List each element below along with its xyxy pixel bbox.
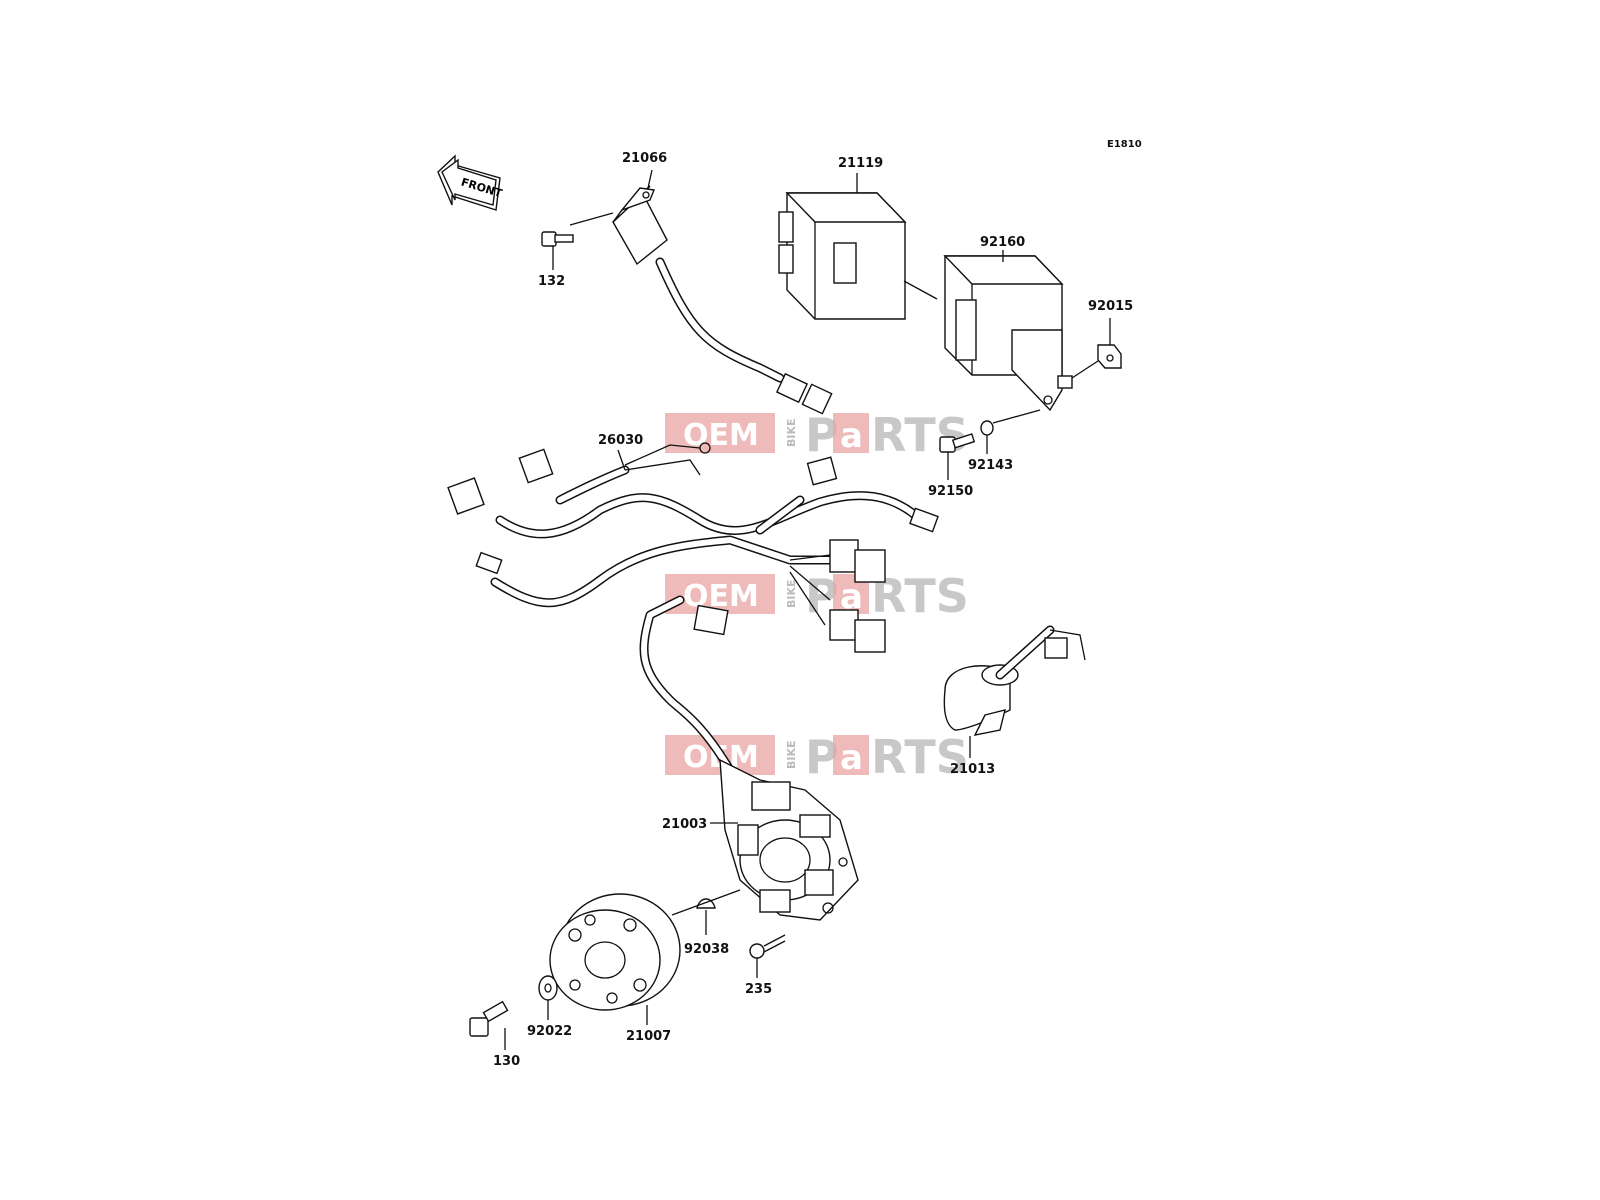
part-21066-regulator[interactable] <box>612 185 833 415</box>
label-21066: 21066 <box>622 151 667 166</box>
screw-235-icon[interactable] <box>749 934 786 959</box>
diagram-code: E1810 <box>1107 139 1142 150</box>
part-21003-stator[interactable] <box>639 595 859 921</box>
part-21007-flywheel[interactable] <box>549 893 681 1011</box>
svg-text:BIKE: BIKE <box>785 740 798 769</box>
label-92038: 92038 <box>684 942 729 957</box>
svg-text:RTS: RTS <box>871 408 969 462</box>
label-235: 235 <box>745 982 772 997</box>
svg-text:RTS: RTS <box>871 730 969 784</box>
label-26030: 26030 <box>598 433 643 448</box>
bolt-130-icon[interactable] <box>469 1000 509 1037</box>
watermark-top: OEM BIKE P a RTS <box>665 408 969 462</box>
svg-text:a: a <box>840 577 863 617</box>
label-130: 130 <box>493 1054 520 1069</box>
label-92150: 92150 <box>928 484 973 499</box>
svg-text:BIKE: BIKE <box>785 579 798 608</box>
svg-text:a: a <box>840 738 863 778</box>
label-21013: 21013 <box>950 762 995 777</box>
svg-text:BIKE: BIKE <box>785 418 798 447</box>
label-92015: 92015 <box>1088 299 1133 314</box>
bolt-92150-icon[interactable] <box>939 433 976 453</box>
svg-text:RTS: RTS <box>871 569 969 623</box>
label-132: 132 <box>538 274 565 289</box>
label-21119: 21119 <box>838 156 883 171</box>
label-92160: 92160 <box>980 235 1025 250</box>
label-92022: 92022 <box>527 1024 572 1039</box>
washer-92022-icon[interactable] <box>538 975 558 1001</box>
label-21007: 21007 <box>626 1029 671 1044</box>
part-21013-ignition-coil[interactable] <box>943 625 1086 736</box>
part-26030-wiring-harness[interactable] <box>447 442 939 653</box>
collar-92143-icon[interactable] <box>980 420 994 436</box>
label-92143: 92143 <box>968 458 1013 473</box>
svg-text:a: a <box>840 416 863 456</box>
watermark-bottom: OEM BIKE P a RTS <box>665 730 969 784</box>
bolt-132-icon[interactable] <box>541 231 574 247</box>
svg-text:OEM: OEM <box>683 579 759 614</box>
part-92160-module[interactable] <box>943 255 1073 412</box>
clip-92015-icon[interactable] <box>1097 344 1122 369</box>
label-21003: 21003 <box>662 817 707 832</box>
watermark-middle: OEM BIKE P a RTS <box>665 569 969 623</box>
part-21119-cdi-unit[interactable] <box>778 192 907 320</box>
front-arrow-icon: FRONT <box>437 154 504 211</box>
